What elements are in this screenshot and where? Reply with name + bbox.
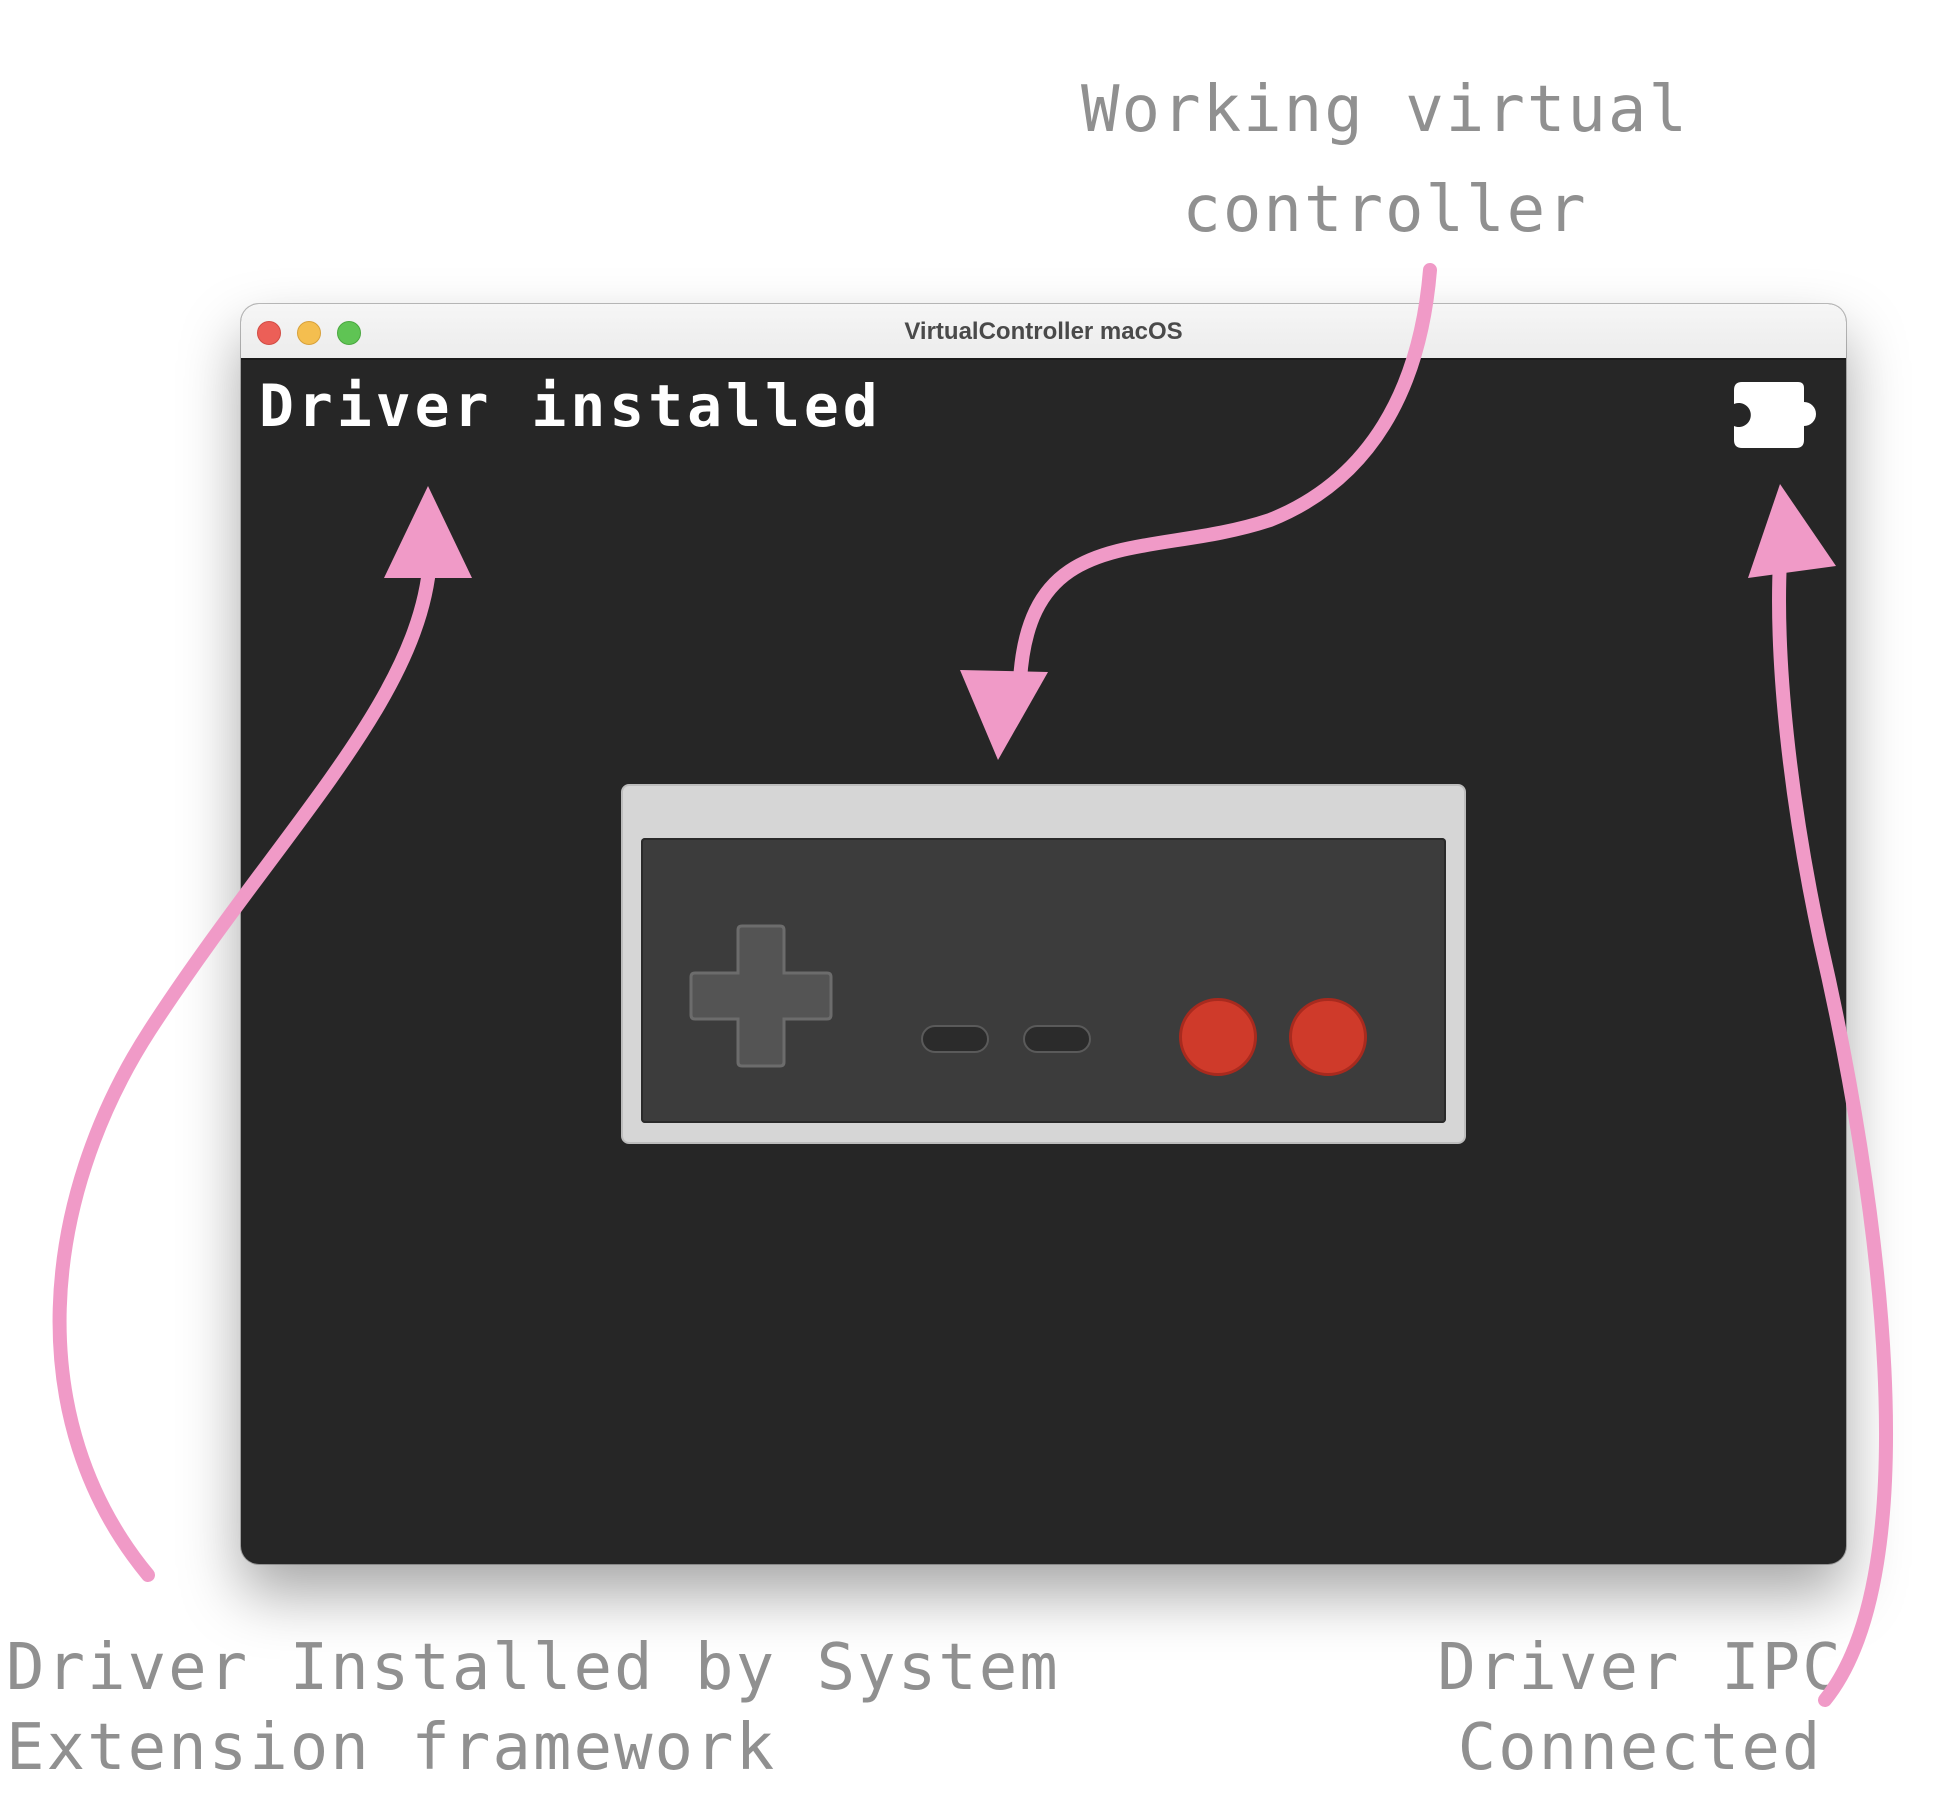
- app-window: VirtualController macOS Driver installed: [241, 304, 1846, 1564]
- a-button[interactable]: [1289, 998, 1367, 1076]
- dpad-icon[interactable]: [689, 924, 833, 1068]
- puzzle-piece-icon: [1734, 382, 1816, 448]
- title-bar[interactable]: VirtualController macOS: [241, 304, 1846, 360]
- annotation-line: Driver Installed by System: [6, 1631, 1060, 1705]
- controller-face: [641, 838, 1446, 1123]
- annotation-line: Driver IPC: [1437, 1631, 1843, 1705]
- virtual-controller: [621, 784, 1466, 1144]
- minimize-window-button[interactable]: [297, 321, 321, 345]
- annotation-working-virtual-controller: Working virtual controller: [1000, 60, 1770, 260]
- zoom-window-button[interactable]: [337, 321, 361, 345]
- annotation-line: Connected: [1457, 1711, 1823, 1785]
- driver-status-text: Driver installed: [259, 372, 882, 440]
- window-title: VirtualController macOS: [904, 318, 1183, 345]
- start-button[interactable]: [1023, 1025, 1091, 1053]
- select-button[interactable]: [921, 1025, 989, 1053]
- annotation-line: controller: [1182, 173, 1588, 247]
- annotation-driver-installed: Driver Installed by System Extension fra…: [6, 1628, 1060, 1788]
- annotation-line: Extension framework: [6, 1711, 777, 1785]
- annotation-driver-ipc: Driver IPC Connected: [1430, 1628, 1850, 1788]
- close-window-button[interactable]: [257, 321, 281, 345]
- b-button[interactable]: [1179, 998, 1257, 1076]
- annotation-line: Working virtual: [1081, 73, 1689, 147]
